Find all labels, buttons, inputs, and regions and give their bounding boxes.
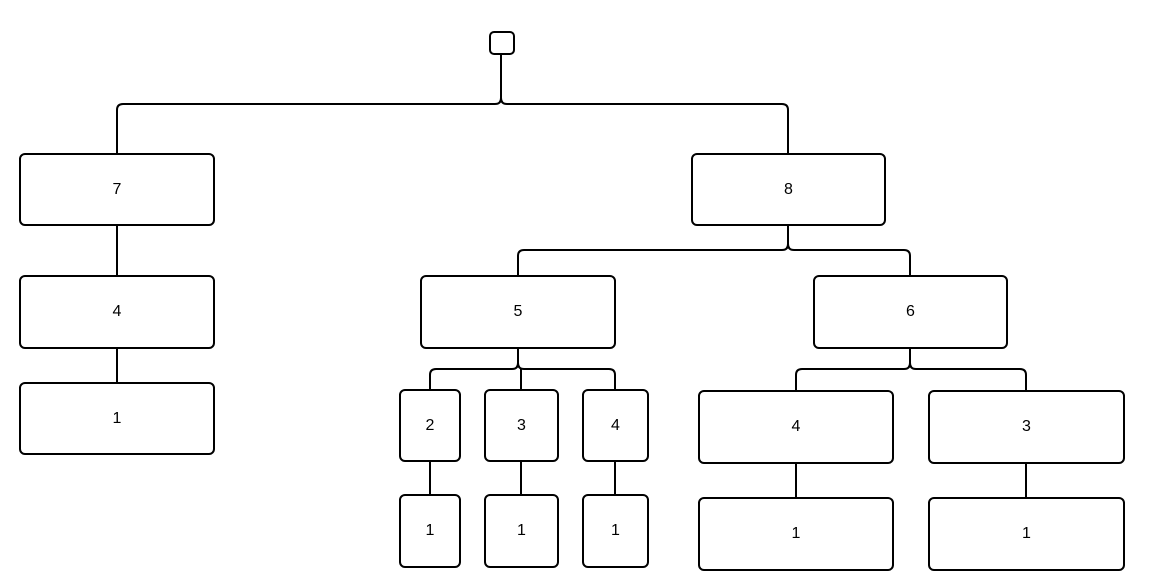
node-2-child-1: 1 xyxy=(399,494,461,568)
node-6: 6 xyxy=(813,275,1008,349)
node-5-child-4: 4 xyxy=(582,389,649,462)
connector-8-to-6 xyxy=(787,243,911,276)
connector-5-to-2 xyxy=(429,348,519,390)
connector-5-to-4 xyxy=(517,362,616,390)
connector-root-to-8 xyxy=(500,97,789,154)
node-6-child-4: 4 xyxy=(698,390,894,464)
node-4-child-1-right: 1 xyxy=(582,494,649,568)
node-6-3-child-1: 1 xyxy=(928,497,1125,571)
node-7-child-4: 4 xyxy=(19,275,215,349)
connector-8-to-5 xyxy=(517,225,789,276)
node-5-child-3: 3 xyxy=(484,389,559,462)
node-5: 5 xyxy=(420,275,616,349)
connector-6-to-4 xyxy=(795,348,911,391)
connector-root-to-7 xyxy=(116,54,502,154)
node-4-child-1: 1 xyxy=(19,382,215,455)
node-5-child-2: 2 xyxy=(399,389,461,462)
connector-6-to-3 xyxy=(909,362,1027,391)
root-node xyxy=(489,31,515,55)
node-6-child-3: 3 xyxy=(928,390,1125,464)
node-3-child-1: 1 xyxy=(484,494,559,568)
node-7: 7 xyxy=(19,153,215,226)
node-6-4-child-1: 1 xyxy=(698,497,894,571)
node-8: 8 xyxy=(691,153,886,226)
